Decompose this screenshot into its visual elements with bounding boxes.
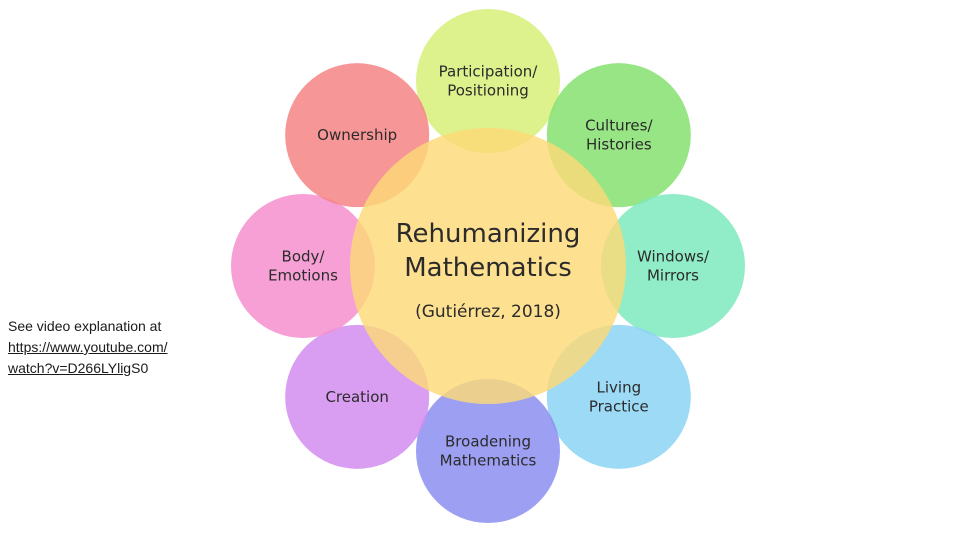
petal-cultures-label-1: Cultures/ <box>585 117 653 135</box>
petal-layer <box>231 9 745 523</box>
petal-broadening <box>416 379 560 523</box>
video-link-line-2[interactable]: watch?v=D266LYlig <box>8 360 132 376</box>
petal-windows-label-1: Windows/ <box>637 248 710 266</box>
center-circle <box>350 128 626 404</box>
petal-participation-label-1: Participation/ <box>439 63 539 81</box>
petal-ownership-label-1: Ownership <box>317 126 397 144</box>
petal-broadening-label-2: Mathematics <box>440 452 537 470</box>
center-title-line-2: Mathematics <box>404 253 572 283</box>
petal-participation <box>416 9 560 153</box>
video-link[interactable]: https://www.youtube.com/ <box>8 337 248 358</box>
petal-living-label-1: Living <box>597 378 642 396</box>
video-note: See video explanation at https://www.you… <box>8 316 248 379</box>
petal-body <box>231 194 375 338</box>
video-link-continued[interactable]: watch?v=D266LYligS0 <box>8 358 248 379</box>
video-note-intro: See video explanation at <box>8 318 162 334</box>
petal-windows-label-2: Mirrors <box>647 267 699 285</box>
center-citation: (Gutiérrez, 2018) <box>415 302 561 322</box>
petal-creation-label-1: Creation <box>325 388 388 406</box>
center-title-line-1: Rehumanizing <box>396 219 581 249</box>
center-layer <box>350 128 626 404</box>
petal-cultures-label-2: Histories <box>586 136 652 154</box>
label-layer: Participation/PositioningCultures/Histor… <box>268 63 710 470</box>
petal-body-label-1: Body/ <box>282 248 326 266</box>
petal-participation-label-2: Positioning <box>447 82 529 100</box>
petal-windows <box>601 194 745 338</box>
petal-broadening-label-1: Broadening <box>445 433 531 451</box>
video-link-tail: S0 <box>131 360 149 376</box>
petal-living-label-2: Practice <box>589 397 649 415</box>
video-link-line-1: https://www.youtube.com/ <box>8 339 168 355</box>
petal-body-label-2: Emotions <box>268 267 338 285</box>
